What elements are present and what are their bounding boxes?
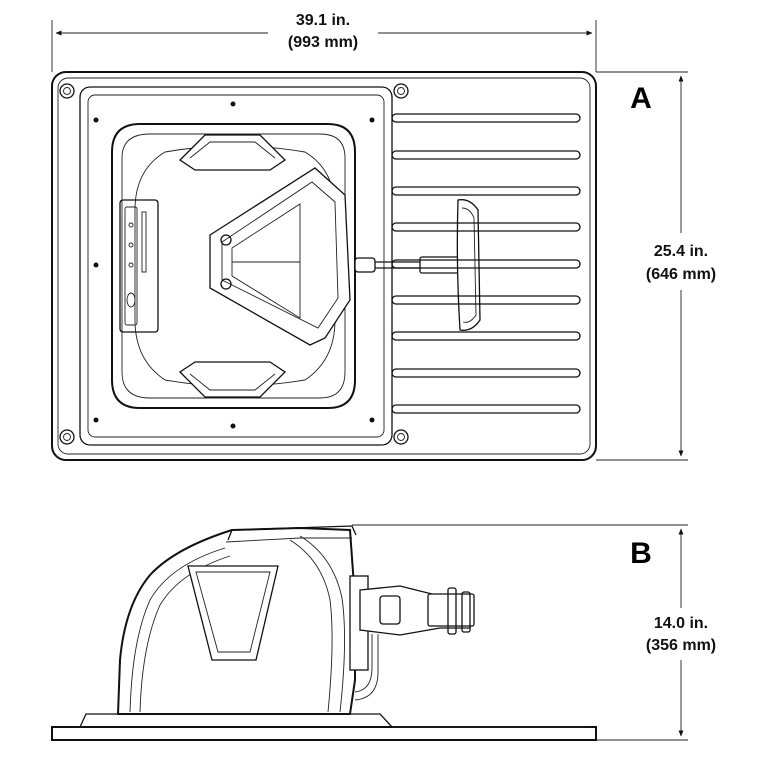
depth-dimension: A 25.4 in. (646 mm) [596,71,716,461]
depth-inches-label: 25.4 in. [654,243,708,260]
width-inches-label: 39.1 in. [296,12,350,29]
view-b-letter: B [630,537,652,570]
view-a-letter: A [630,82,652,115]
top-view-a [51,71,597,461]
width-mm-label: (993 mm) [288,34,358,51]
height-dimension: B 14.0 in. (356 mm) [352,524,716,741]
width-dimension: 39.1 in. (993 mm) [51,12,597,72]
side-view-b [51,525,597,741]
vent-slots [391,113,581,414]
height-mm-label: (356 mm) [646,637,716,654]
corner-bolt-icon [59,83,409,445]
depth-mm-label: (646 mm) [646,266,716,283]
height-inches-label: 14.0 in. [654,615,708,632]
